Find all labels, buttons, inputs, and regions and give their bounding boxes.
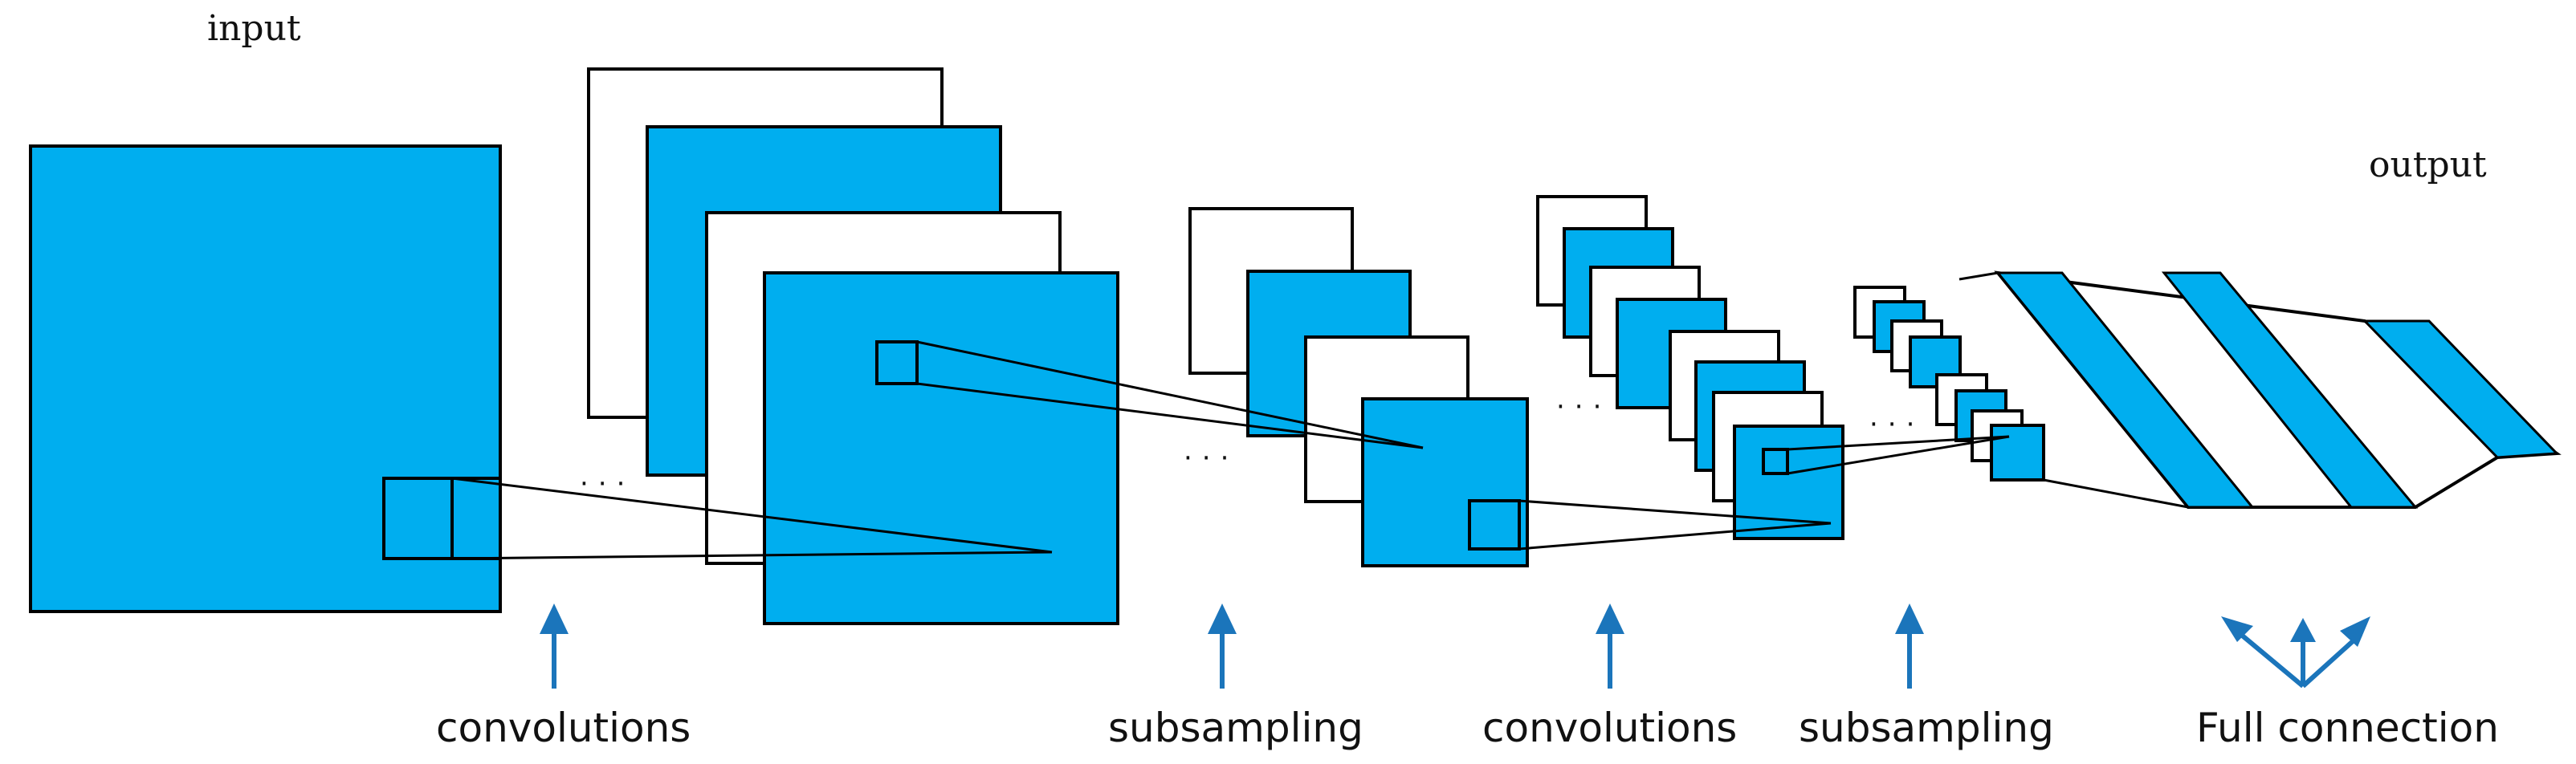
- arrow-up-icon: [540, 603, 569, 689]
- conv2-kernel-window: [1762, 448, 1789, 475]
- conv1-map-4: [763, 271, 1119, 625]
- conv2-feature-maps: [1536, 195, 1844, 540]
- arrow-up-icon: [1596, 603, 1624, 689]
- projection-line: [451, 551, 1053, 560]
- projection-line: [1787, 435, 2010, 451]
- fc-connector: [2043, 478, 2189, 509]
- pool2-feature-maps: [1853, 286, 2045, 482]
- stage-label-subsampling-1: subsampling: [1108, 705, 1363, 751]
- input-image: [29, 144, 502, 613]
- pool1-map-4: [1361, 397, 1529, 567]
- fc-stripe-3: [2362, 319, 2560, 459]
- pool1-kernel-window: [1468, 499, 1521, 551]
- conv1-feature-maps: [587, 67, 1119, 625]
- stage-label-convolutions-2: convolutions: [1482, 705, 1737, 751]
- ellipsis-dots: ···: [580, 468, 634, 500]
- fc-stripe-2: [2161, 271, 2419, 509]
- projection-line: [916, 382, 1424, 449]
- fully-connected-layers: [1958, 270, 2562, 509]
- projection-line: [451, 477, 1053, 554]
- pool1-feature-maps: [1188, 207, 1529, 567]
- ellipsis-dots: ···: [1556, 391, 1611, 423]
- projection-line: [1518, 522, 1832, 551]
- projection-line: [1787, 435, 2010, 475]
- three-way-arrow-icon: [2221, 616, 2370, 689]
- stage-label-convolutions-1: convolutions: [436, 705, 691, 751]
- input-label: input: [207, 8, 301, 49]
- ellipsis-dots: ···: [1184, 442, 1238, 474]
- stage-label-subsampling-2: subsampling: [1799, 705, 2054, 751]
- projection-line: [916, 340, 1424, 449]
- conv1-kernel-window: [875, 340, 919, 385]
- fc-connector: [1958, 271, 1999, 281]
- output-label: output: [2369, 144, 2487, 185]
- projection-line: [1518, 499, 1832, 525]
- fc-stripe-1: [1995, 271, 2256, 509]
- stage-label-full-connection: Full connection: [2196, 705, 2499, 751]
- arrow-up-icon: [1895, 603, 1924, 689]
- ellipsis-dots: ···: [1869, 408, 1924, 441]
- pool2-map-8: [1990, 424, 2045, 482]
- arrow-up-icon: [1208, 603, 1237, 689]
- conv2-map-8: [1733, 425, 1844, 540]
- input-layer: [29, 144, 502, 613]
